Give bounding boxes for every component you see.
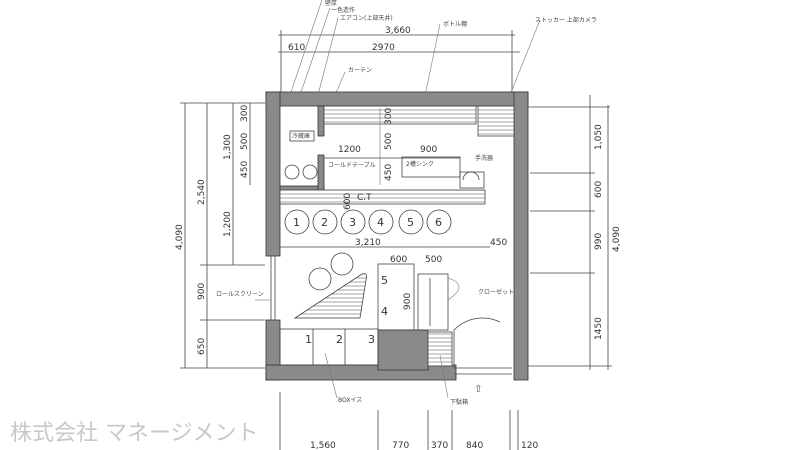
dim-right-600: 600 (594, 181, 604, 198)
dim-v300: 300 (384, 108, 394, 125)
svg-text:2: 2 (321, 216, 328, 229)
label-aircon: エアコン(上部天井) (340, 14, 393, 22)
box-seat-3: 3 (368, 333, 375, 346)
box-seat-5: 5 (381, 274, 388, 287)
dim-bottom-1560: 1,560 (310, 441, 336, 450)
hand-sink-bowl (462, 171, 480, 181)
dim-left-2540: 2,540 (197, 179, 207, 205)
dim-500: 500 (425, 255, 442, 265)
dim-bottom-370: 370 (431, 441, 448, 450)
shoe-rack (427, 331, 453, 367)
label-cold-table: コールドテーブル (328, 161, 376, 169)
dim-left-650: 650 (197, 338, 207, 355)
box-seating: 1 2 3 4 5 BOXイス 600 500 900 (279, 252, 442, 404)
dim-bottom-770: 770 (392, 441, 409, 450)
label-counter: C.T (357, 193, 372, 203)
label-refrigerator: 冷蔵庫 (292, 132, 310, 140)
dim-left-1300: 1,300 (223, 134, 233, 160)
round-stool (308, 267, 332, 291)
box-seat-1: 1 (305, 333, 312, 346)
dim-v450: 450 (384, 164, 394, 181)
dim-left-total: 4,090 (175, 224, 185, 250)
counter-top (279, 189, 486, 205)
svg-text:6: 6 (435, 216, 442, 229)
double-sink (401, 156, 461, 178)
dim-left-300: 300 (240, 105, 250, 122)
svg-text:5: 5 (407, 216, 414, 229)
label-bottle-shelf: ボトル棚 (443, 20, 467, 28)
label-built-in: 一色造作 (331, 6, 355, 14)
dim-right-1450: 1450 (594, 317, 604, 340)
dim-right-990: 990 (594, 233, 604, 250)
stool[interactable]: 3 (340, 209, 366, 235)
counter-stools: 1 2 3 4 5 6 (284, 209, 452, 235)
dim-left-450: 450 (240, 161, 250, 178)
dim-900: 900 (420, 145, 437, 155)
entrance-arrow-icon: ⇧ (474, 384, 482, 395)
dim-left-900: 900 (197, 283, 207, 300)
dim-top-inner: 2970 (372, 43, 395, 53)
roll-screen: ロールスクリーン (216, 256, 276, 320)
label-roll-screen: ロールスクリーン (216, 291, 264, 298)
dim-right-total: 4,090 (612, 226, 622, 252)
dim-left-500: 500 (240, 133, 250, 150)
svg-text:3: 3 (349, 216, 356, 229)
top-dimensions: 3,660 610 2970 (278, 26, 520, 92)
label-curtain: カーテン (348, 67, 372, 74)
left-dimensions: 4,090 2,540 1,300 1,200 300 500 450 900 … (175, 102, 265, 369)
dim-right-1050: 1,050 (594, 124, 604, 150)
label-wall: 壁厚 (325, 0, 337, 7)
kitchen-counter: 2槽シンク コールドテーブル 手洗器 C.T 1200 900 300 500 … (279, 108, 493, 210)
dim-450: 450 (490, 238, 507, 248)
burner-2 (302, 164, 318, 180)
label-hand-wash: 手洗器 (475, 154, 493, 162)
dim-600: 600 (390, 255, 407, 265)
entry-door[interactable] (453, 317, 501, 368)
label-stocker: ストッカー 上部カメラ (535, 16, 597, 24)
dim-top-total: 3,660 (385, 26, 411, 36)
dim-bottom-120: 120 (521, 441, 538, 450)
bottle-shelf (323, 105, 477, 125)
walls (265, 91, 529, 381)
dim-3210: 3,210 (355, 238, 381, 248)
label-box-chair: BOXイス (338, 397, 362, 404)
dim-bottom-840: 840 (466, 441, 483, 450)
box-seat-2: 2 (336, 333, 343, 346)
stool[interactable]: 1 (284, 209, 310, 235)
svg-text:4: 4 (377, 216, 384, 229)
back-kitchen: 冷蔵庫 (284, 130, 318, 180)
stool[interactable]: 2 (312, 209, 338, 235)
svg-text:1: 1 (293, 216, 300, 229)
dim-top-left: 610 (288, 43, 305, 53)
stool[interactable]: 6 (426, 209, 452, 235)
round-stool (330, 252, 354, 276)
top-leaders: 壁厚 一色造作 エアコン(上部天井) ボトル棚 ストッカー 上部カメラ カーテン (289, 0, 597, 111)
dim-left-1200: 1,200 (223, 211, 233, 237)
dim-v500: 500 (384, 133, 394, 150)
hand-sink (459, 171, 485, 189)
stool[interactable]: 4 (368, 209, 394, 235)
closet (417, 273, 449, 331)
entrance: クローゼット 下駄箱 ⇧ (417, 273, 514, 406)
dim-1200: 1200 (338, 145, 361, 155)
stocker (477, 105, 515, 137)
dim-v600: 600 (343, 193, 353, 210)
stool[interactable]: 5 (398, 209, 424, 235)
right-dimensions: 1,050 600 990 1450 4,090 (528, 95, 622, 370)
dim-closet-900: 900 (403, 293, 413, 310)
triangle-table (293, 273, 367, 319)
bottom-dimensions: 1,560 770 370 840 120 (279, 392, 538, 450)
label-shoe: 下駄箱 (450, 398, 468, 406)
box-seat-4: 4 (381, 305, 388, 318)
burner-1 (284, 164, 300, 180)
label-closet: クローゼット (478, 288, 514, 296)
label-sink: 2槽シンク (406, 160, 434, 168)
watermark: 株式会社 マネージメント (10, 421, 259, 446)
